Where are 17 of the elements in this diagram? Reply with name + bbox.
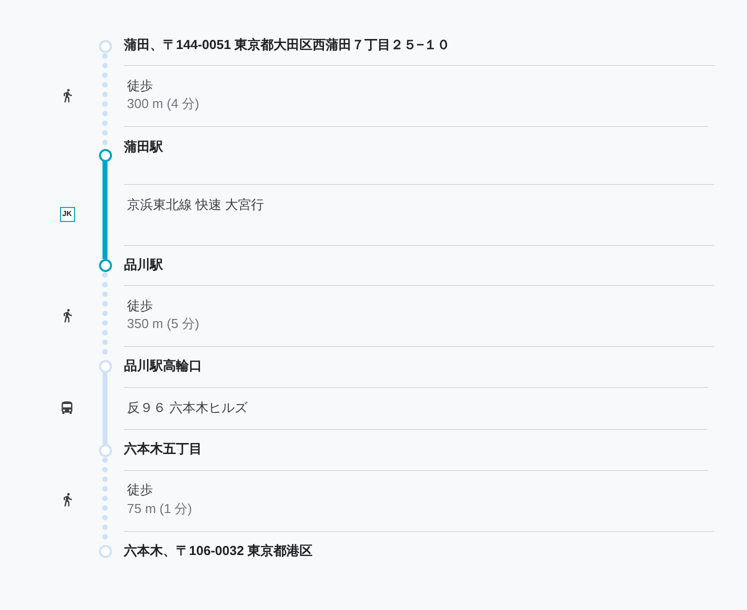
leg-distance-text: 300 m (4 分) xyxy=(127,96,200,112)
route-name-text: 反９６ 六本木ヒルズ xyxy=(127,400,248,416)
route-line xyxy=(102,372,108,444)
stop-name: 六本木、〒106-0032 東京都港区 xyxy=(124,543,313,559)
stop-name: 蒲田駅 xyxy=(124,139,163,155)
route-name-text: 京浜東北線 快速 大宮行 xyxy=(127,197,264,213)
stop-name: 品川駅 xyxy=(124,257,163,273)
leg-mode-text: 徒歩 xyxy=(127,482,153,498)
stop-name: 品川駅高輪口 xyxy=(124,358,202,374)
dotted-route-line xyxy=(102,53,108,148)
leg-mode-text: 徒歩 xyxy=(127,298,153,314)
route-line xyxy=(102,161,108,259)
stop-name: 蒲田、〒144-0051 東京都大田区西蒲田７丁目２５−１０ xyxy=(124,37,450,53)
leg-distance-text: 75 m (1 分) xyxy=(127,501,192,517)
leg-distance-text: 350 m (5 分) xyxy=(127,316,200,332)
leg-mode-text: 徒歩 xyxy=(127,78,153,94)
stop-name: 六本木五丁目 xyxy=(124,441,202,457)
